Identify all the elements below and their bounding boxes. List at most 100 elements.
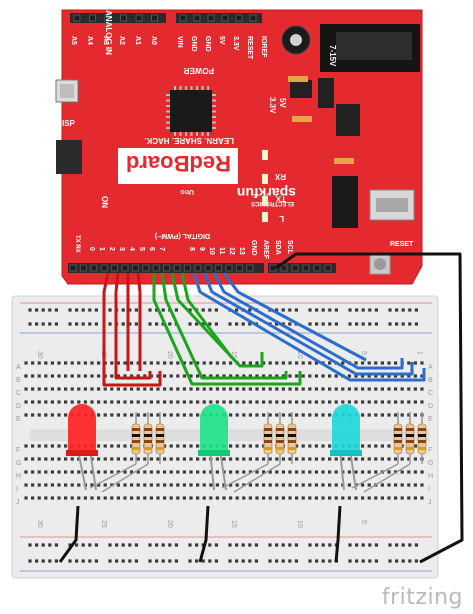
chip-leg xyxy=(212,127,216,129)
breadboard-hole xyxy=(361,470,365,474)
breadboard-hole xyxy=(31,444,35,448)
breadboard-hole xyxy=(288,374,292,378)
rail-hole xyxy=(294,543,298,547)
breadboard-hole xyxy=(268,413,272,417)
row-number-5: 5 xyxy=(360,351,367,355)
breadboard-hole xyxy=(262,400,266,404)
breadboard-hole xyxy=(407,483,411,487)
breadboard-hole xyxy=(248,444,252,448)
breadboard-hole xyxy=(281,413,285,417)
breadboard-hole xyxy=(209,470,213,474)
breadboard-hole xyxy=(182,400,186,404)
resistor-band xyxy=(406,440,414,443)
breadboard-hole xyxy=(57,483,61,487)
breadboard-hole xyxy=(400,413,404,417)
breadboard-hole xyxy=(288,361,292,365)
pin-label-d6: 6 xyxy=(148,247,155,251)
breadboard-hole xyxy=(169,361,173,365)
breadboard-hole xyxy=(215,361,219,365)
pin-label-d7: 7 xyxy=(158,247,165,251)
wire-blue-2 xyxy=(202,272,414,376)
breadboard-hole xyxy=(169,457,173,461)
breadboard-hole xyxy=(182,483,186,487)
breadboard-hole xyxy=(400,374,404,378)
chip-leg xyxy=(185,86,187,90)
breadboard-hole xyxy=(387,496,391,500)
pin-label-a1: A1 xyxy=(134,36,141,45)
digital-pin-labels: 0 1 2 3 4 5 6 7 8 9 10 11 12 13 GND AREF… xyxy=(88,240,293,260)
header-pin xyxy=(152,264,160,272)
breadboard-hole xyxy=(374,387,378,391)
breadboard-hole xyxy=(361,413,365,417)
breadboard-hole xyxy=(400,387,404,391)
rail-hole xyxy=(288,543,292,547)
breadboard-hole xyxy=(275,483,279,487)
rail-hole xyxy=(368,559,372,563)
rail-hole xyxy=(248,543,252,547)
breadboard-hole xyxy=(367,444,371,448)
breadboard-hole xyxy=(189,387,193,391)
green-led-body xyxy=(200,404,228,452)
rail-hole xyxy=(321,308,325,312)
breadboard-hole xyxy=(143,457,147,461)
breadboard-hole xyxy=(347,374,351,378)
breadboard-hole xyxy=(361,361,365,365)
wire-blue-3 xyxy=(212,272,404,370)
breadboard-hole xyxy=(400,496,404,500)
breadboard-hole xyxy=(347,400,351,404)
rail-hole xyxy=(48,543,52,547)
breadboard-row-letters: A B C D E F G H I J A B C D E F G H I J xyxy=(16,364,433,506)
breadboard-hole xyxy=(130,457,134,461)
chip-leg xyxy=(207,132,209,136)
breadboard-hole xyxy=(57,400,61,404)
breadboard-hole xyxy=(44,483,48,487)
breadboard-hole xyxy=(209,483,213,487)
breadboard-hole xyxy=(176,457,180,461)
breadboard-hole xyxy=(50,483,54,487)
rail-hole xyxy=(395,559,399,563)
rail-hole xyxy=(108,559,112,563)
breadboard-hole xyxy=(169,374,173,378)
header-pin xyxy=(194,264,202,272)
rail-hole xyxy=(161,322,165,326)
breadboard-hole xyxy=(182,457,186,461)
resistor-band xyxy=(156,447,164,450)
pin-label-d13: 13 xyxy=(238,247,245,255)
breadboard-hole xyxy=(103,413,107,417)
breadboard-hole xyxy=(196,361,200,365)
chip-leg xyxy=(212,105,216,107)
rail-hole xyxy=(321,559,325,563)
rail-hole xyxy=(355,559,359,563)
usb-chip xyxy=(332,176,358,228)
header-pin xyxy=(193,14,201,22)
isp-header xyxy=(56,140,82,174)
breadboard-hole xyxy=(123,457,127,461)
breadboard-hole xyxy=(44,444,48,448)
header-pin xyxy=(163,264,171,272)
breadboard-hole xyxy=(367,400,371,404)
breadboard-hole xyxy=(380,387,384,391)
breadboard-hole xyxy=(136,457,140,461)
resistor-band xyxy=(406,447,414,450)
breadboard-hole xyxy=(387,470,391,474)
rail-hole xyxy=(155,559,159,563)
rail-hole xyxy=(395,322,399,326)
breadboard-hole xyxy=(143,483,147,487)
rail-hole xyxy=(228,559,232,563)
row-letter: A xyxy=(16,364,21,371)
breadboard-hole xyxy=(380,444,384,448)
breadboard-hole xyxy=(116,483,120,487)
breadboard-hole xyxy=(143,496,147,500)
breadboard-hole xyxy=(361,374,365,378)
resistor xyxy=(263,423,273,455)
rail-hole xyxy=(248,322,252,326)
breadboard-hole xyxy=(110,400,114,404)
breadboard-hole xyxy=(163,444,167,448)
breadboard-hole xyxy=(374,496,378,500)
breadboard-hole xyxy=(275,387,279,391)
breadboard-hole xyxy=(328,457,332,461)
rail-hole xyxy=(35,543,39,547)
breadboard-hole xyxy=(90,483,94,487)
breadboard-hole xyxy=(380,483,384,487)
breadboard-hole xyxy=(334,400,338,404)
